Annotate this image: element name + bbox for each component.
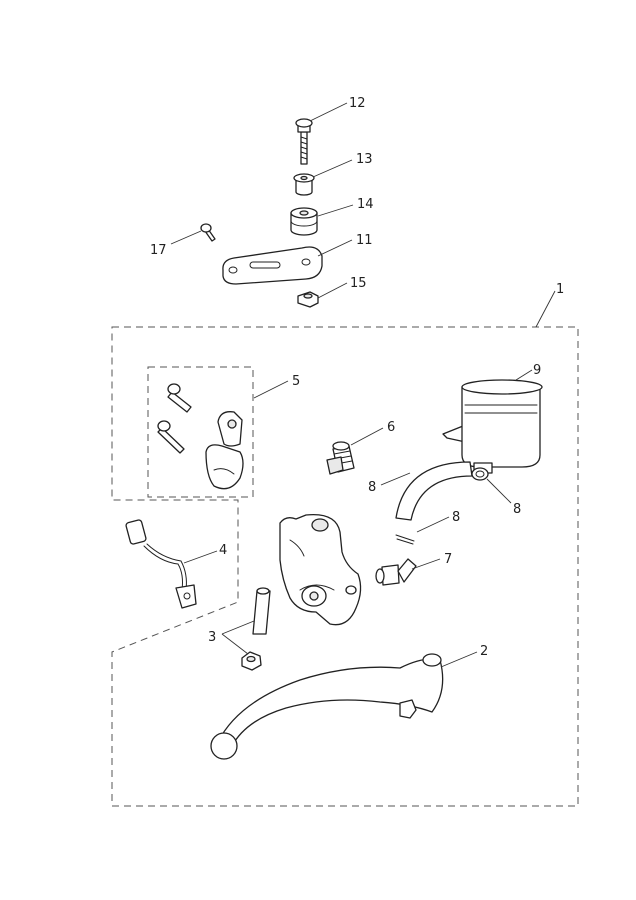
clamp-kit-group-outline [147,366,254,498]
callout-2: 2 [480,644,488,659]
callout-15: 15 [350,276,367,291]
callout-1: 1 [556,282,564,297]
rubber-mount-14 [290,207,318,236]
bolt-12 [295,118,313,165]
callout-8-lower: 8 [452,510,460,525]
pivot-pin-3 [252,587,271,635]
spacer-13 [293,173,315,196]
switch-4 [125,519,197,609]
callout-8-upper: 8 [513,502,521,517]
bracket-11 [222,246,323,285]
leader-lines [170,102,556,668]
lever-2 [210,653,444,760]
callout-4: 4 [219,543,227,558]
callout-10: 9 [533,363,541,378]
assembly-group-outline [111,326,579,807]
callout-11: 11 [356,233,373,248]
banjo-fitting-7 [375,558,417,586]
callout-5: 5 [292,374,300,389]
hose-clip-8-lower [395,534,415,545]
callout-labels: 12 13 14 11 15 17 1 9 5 6 8 8 8 7 4 3 2 [150,96,564,659]
nut-15 [297,291,319,308]
clamp-kit-5 [157,383,244,490]
callout-3: 3 [208,630,216,645]
callout-17: 17 [150,243,167,258]
fitting-6 [326,441,355,475]
callout-13: 13 [356,152,373,167]
callout-12: 12 [349,96,366,111]
screw-17 [200,223,216,242]
hose-9 [395,461,473,521]
pivot-nut-3 [241,651,262,671]
reservoir-10 [442,379,543,474]
callout-9: 8 [368,480,376,495]
callout-14: 14 [357,197,374,212]
callout-6: 6 [387,420,395,435]
hose-clip-8-upper [471,467,489,481]
callout-7: 7 [444,552,452,567]
master-cylinder-body [279,513,362,626]
